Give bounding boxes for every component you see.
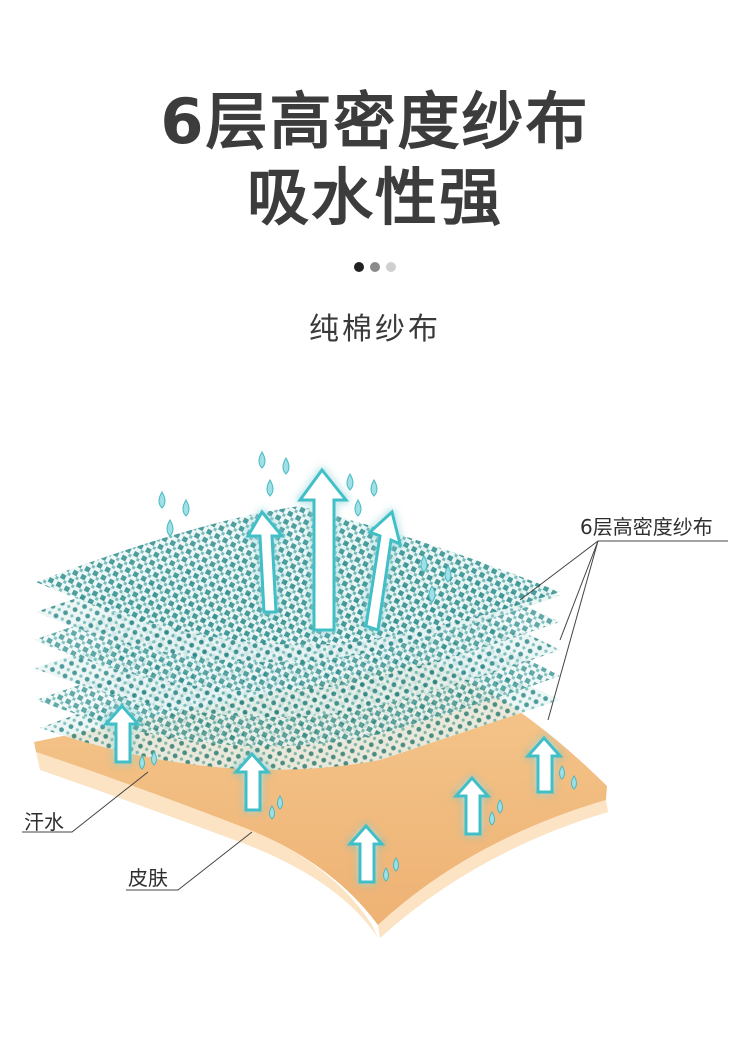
arrow-up-icon xyxy=(102,703,142,764)
water-drop-icon xyxy=(370,479,378,497)
arrow-up-icon xyxy=(524,735,564,794)
water-drop-icon xyxy=(282,457,290,475)
arrow-up-icon xyxy=(245,509,286,614)
water-drop-icon xyxy=(444,565,452,583)
water-drop-icon xyxy=(559,765,565,780)
water-drop-icon xyxy=(346,473,354,491)
callout-skin-label: 皮肤 xyxy=(128,866,168,890)
water-drop-icon xyxy=(420,555,428,573)
arrow-up-icon xyxy=(232,751,272,812)
arrow-up-icon xyxy=(297,467,350,632)
water-drop-icon xyxy=(266,479,274,497)
water-drop-icon xyxy=(354,499,362,517)
water-drop-icon xyxy=(151,751,157,766)
water-drop-icon xyxy=(428,585,436,603)
water-drop-icon xyxy=(139,755,145,770)
subtitle: 纯棉纱布 xyxy=(309,312,441,347)
water-drop-icon xyxy=(571,775,577,790)
gauze-leader-line xyxy=(547,540,599,721)
pager-dot-3[interactable] xyxy=(386,262,396,272)
skin-layer-bottom-edge xyxy=(378,800,608,938)
sweat-leader-line xyxy=(22,771,149,833)
skin-layer-edge xyxy=(36,752,378,938)
water-drop-icon xyxy=(393,857,399,872)
gauze-layer-1 xyxy=(36,506,560,645)
title-line-2: 吸水性强 xyxy=(246,161,503,234)
pager-dot-1[interactable] xyxy=(354,262,364,272)
water-drop-icon xyxy=(166,519,174,537)
skin-leader-line xyxy=(126,831,253,891)
callout-gauze-label: 6层高密度纱布 xyxy=(580,515,713,539)
callout-sweat-label: 汗水 xyxy=(24,810,64,834)
water-drop-icon xyxy=(489,811,495,826)
arrow-up-icon xyxy=(346,823,386,884)
water-drop-icon xyxy=(277,795,283,810)
title-line-1: 6层高密度纱布 xyxy=(160,85,590,158)
water-drop-icon xyxy=(258,451,266,469)
arrow-up-icon xyxy=(452,775,492,836)
pager-dot-2[interactable] xyxy=(370,262,380,272)
water-drop-icon xyxy=(158,491,166,509)
gauze-leader-line xyxy=(559,540,599,641)
water-drop-icon xyxy=(269,805,275,820)
pager-dots xyxy=(0,262,750,272)
water-drop-icon xyxy=(182,499,190,517)
arrow-up-icon xyxy=(364,509,403,632)
water-drop-icon xyxy=(497,799,503,814)
water-drop-icon xyxy=(383,867,389,882)
